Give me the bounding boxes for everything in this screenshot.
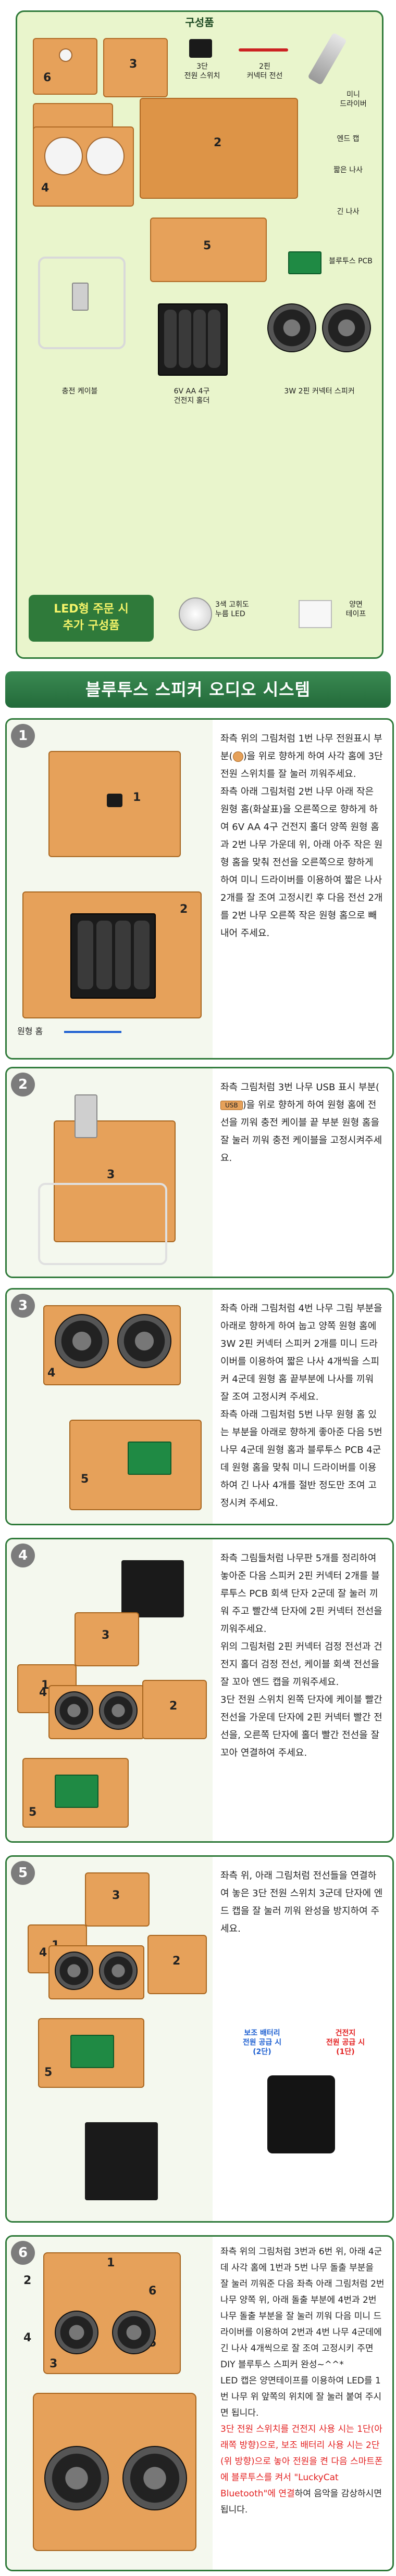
driver-label: 미니 드라이버 xyxy=(340,91,367,108)
board-1: 1 xyxy=(48,751,181,857)
board-5: 5 xyxy=(150,218,267,282)
switch-label: 3단 전원 스위치 xyxy=(184,62,220,80)
led-bulb-icon xyxy=(179,597,212,631)
step-number: 1 xyxy=(11,724,35,748)
board-5: 5 xyxy=(69,1420,202,1510)
usb-plug xyxy=(75,1094,97,1138)
board-4: 4 xyxy=(43,1305,181,1385)
step-6-illustration: 6 2 1 6 4 5 3 xyxy=(7,2237,213,2570)
step-6-text: 좌측 위의 그림처럼 3번과 6번 위, 아래 4군데 사각 홈에 1번과 5번… xyxy=(220,2247,385,2515)
board-3: 3 xyxy=(103,38,168,97)
short-screw-label: 짧은 나사 xyxy=(333,166,363,174)
bluetooth-pcb xyxy=(288,251,321,274)
battery-label: 6V AA 4구 건전지 홀더 xyxy=(174,387,210,405)
board-number: 5 xyxy=(203,239,212,252)
board-4: 4 xyxy=(39,1945,144,1999)
speaker-right xyxy=(322,303,371,352)
board-2: 2 xyxy=(22,891,202,1018)
power-legend-right: 건전지 전원 공급 시 (1단) xyxy=(326,2029,365,2056)
endcap-label: 엔드 캡 xyxy=(337,135,360,143)
step-2-text: 좌측 그림처럼 3번 나무 USB 표시 부분(USB)을 위로 향하게 하여 … xyxy=(220,1082,382,1164)
board-number: 4 xyxy=(41,182,49,195)
title-banner: 블루투스 스피커 오디오 시스템 xyxy=(5,671,391,708)
usb-plug xyxy=(72,283,89,311)
components-panel: 구성품 6 3 3단 전원 스위치 2핀 커넥터 전선 미니 드라이버 1 2 … xyxy=(16,10,383,659)
battery-holder xyxy=(158,303,228,376)
step-1-illustration: 1 1 2 원형 홈 xyxy=(7,720,213,1058)
board-2: 2 xyxy=(142,1680,207,1739)
tape-icon xyxy=(299,600,332,628)
power-switch-icon xyxy=(267,2075,335,2153)
step-3-illustration: 3 4 5 xyxy=(7,1290,213,1524)
usb-badge: USB xyxy=(220,1101,243,1110)
assembled-box-front xyxy=(33,2393,196,2551)
board-3: 3 xyxy=(75,1612,139,1666)
board-5: 5 xyxy=(22,1758,129,1828)
speaker-left xyxy=(267,303,316,352)
step-2-illustration: 2 3 xyxy=(7,1068,213,1277)
step-5-text: 좌측 위, 아래 그림처럼 전선들을 연결하여 놓은 3단 전원 스위치 3군데… xyxy=(220,1870,383,1934)
step-5-illustration: 5 3 1 4 2 5 xyxy=(7,1857,213,2221)
wire-label: 2핀 커넥터 전선 xyxy=(246,62,283,80)
board-number: 6 xyxy=(43,71,52,84)
step-1-text: 좌측 위의 그림처럼 1번 나무 전원표시 부분()을 위로 향하게 하여 사각… xyxy=(220,733,383,939)
driver-component xyxy=(307,32,347,85)
step-6-warning: 3단 전원 스위치를 건전지 사용 시는 1단(아래쪽 방향)으로, 보조 배터… xyxy=(220,2424,383,2499)
step-number: 3 xyxy=(11,1294,35,1318)
charging-cable xyxy=(38,257,126,349)
step-4-illustration: 4 3 1 4 2 5 xyxy=(7,1539,213,1841)
board-2: 2 xyxy=(140,98,298,199)
components-title: 구성품 xyxy=(185,16,214,29)
switch-component xyxy=(189,39,212,58)
board-4: 4 xyxy=(33,126,134,207)
board-6: 6 xyxy=(33,38,97,95)
step-number: 5 xyxy=(11,1861,35,1885)
step-4-text: 좌측 그림들처럼 나무판 5개를 정리하여 놓아준 다음 스피커 2핀 커넥터 … xyxy=(220,1553,382,1758)
step-number: 2 xyxy=(11,1073,35,1096)
board-3: 3 xyxy=(85,1872,150,1927)
assembled-box-top: 2 1 6 4 5 3 xyxy=(23,2252,181,2374)
step-4: 4 3 1 4 2 5 좌측 그림들처럼 나무판 5개를 정리하여 놓아준 다음… xyxy=(5,1538,394,1843)
step-6: 6 2 1 6 4 5 3 좌측 위의 그림처럼 3번과 6번 위, 아래 4군… xyxy=(5,2235,394,2571)
board-3: 3 xyxy=(54,1120,176,1242)
board-number: 2 xyxy=(214,136,222,149)
arrow-icon xyxy=(64,1031,121,1033)
power-legend-left: 보조 배터리 전원 공급 시 (2단) xyxy=(242,2029,282,2056)
wire-component xyxy=(239,48,288,52)
board-number: 3 xyxy=(129,58,138,71)
round-hole-label: 원형 홈 xyxy=(17,1026,43,1036)
cable-loop xyxy=(38,1183,167,1265)
board-4: 4 xyxy=(39,1685,144,1739)
switch-detail xyxy=(85,2122,158,2200)
led-label: 3색 고휘도 누름 LED xyxy=(215,601,249,618)
long-screw-label: 긴 나사 xyxy=(337,208,360,216)
tape-label: 양면 테이프 xyxy=(345,601,366,618)
step-3-text: 좌측 아래 그림처럼 4번 나무 그림 부분을 아래로 향하게 하여 눕고 양쪽… xyxy=(220,1303,382,1509)
step-2: 2 3 좌측 그림처럼 3번 나무 USB 표시 부분(USB)을 위로 향하게… xyxy=(5,1067,394,1278)
power-symbol-icon xyxy=(232,751,243,762)
cable-label: 충전 케이블 xyxy=(61,387,98,396)
step-number: 4 xyxy=(11,1544,35,1567)
step-number: 6 xyxy=(11,2241,35,2265)
board-2: 2 xyxy=(147,1935,207,1994)
speaker-label: 3W 2핀 커넥터 스피커 xyxy=(284,387,355,396)
step-1: 1 1 2 원형 홈 좌측 위의 그림처럼 1번 나무 전원표시 부분()을 위… xyxy=(5,718,394,1060)
pcb-label: 블루투스 PCB xyxy=(329,257,373,265)
board-5: 5 xyxy=(38,2018,144,2088)
switch-component xyxy=(121,1560,184,1617)
step-5: 5 3 1 4 2 5 좌측 위, 아래 그림처럼 전선들을 연결하여 놓은 3… xyxy=(5,1855,394,2223)
step-3: 3 4 5 좌측 아래 그림처럼 4번 나무 그림 부분을 아래로 향하게 하여… xyxy=(5,1288,394,1525)
led-extra-box: LED형 주문 시 추가 구성품 xyxy=(29,595,154,642)
